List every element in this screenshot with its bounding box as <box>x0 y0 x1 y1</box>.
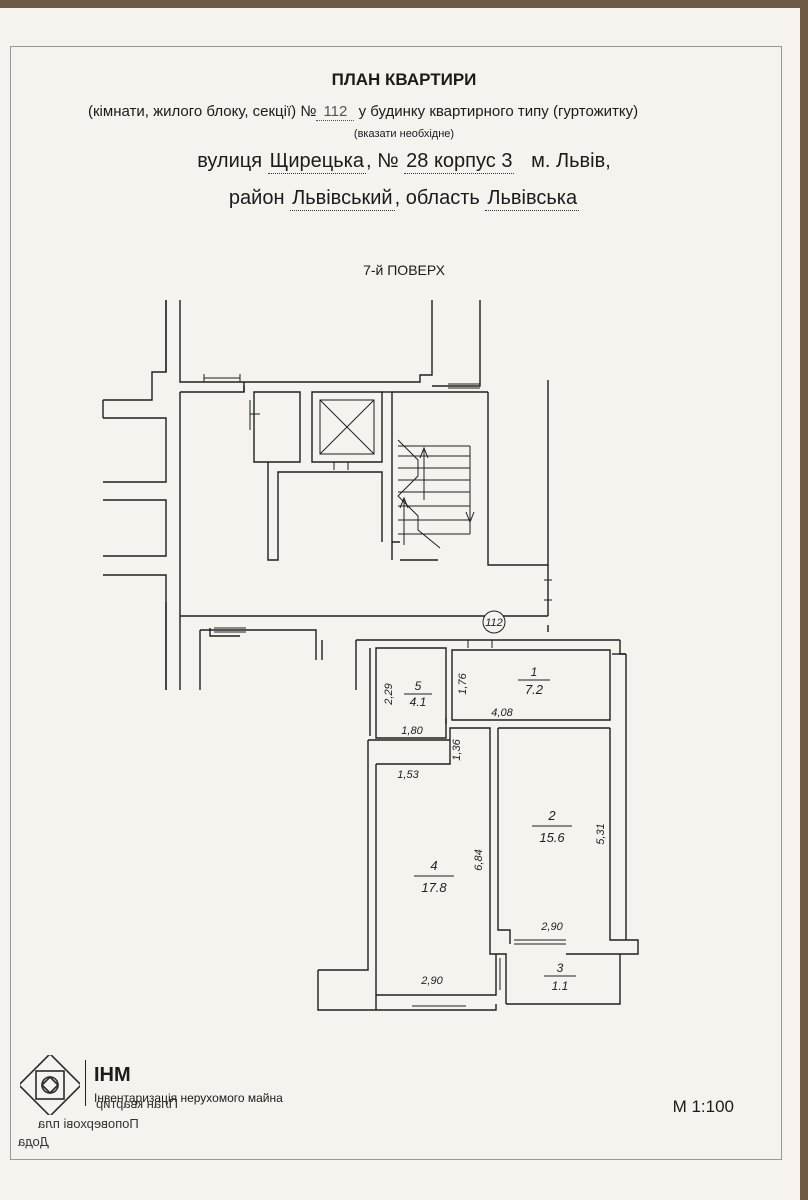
subtitle-suffix: у будинку квартирного типу (гуртожитку) <box>358 103 639 120</box>
subtitle-prefix: (кімнати, жилого блоку, секції) № <box>88 103 317 120</box>
district-value: Львівський <box>290 187 395 211</box>
dim-room5-height: 2,29 <box>383 683 395 705</box>
logo-mark <box>17 1052 83 1118</box>
page-frame <box>10 46 782 1160</box>
city-label: м. <box>531 150 551 172</box>
plan-walls <box>102 300 639 1011</box>
staircase <box>397 439 475 549</box>
bleed-through-text-3: Дода <box>18 1134 49 1149</box>
room-2-number: 2 <box>547 808 556 823</box>
bleed-through-text-2: Поповерхові пла <box>38 1116 139 1131</box>
room-3-area: 1.1 <box>552 979 569 993</box>
document-title: ПЛАН КВАРТИРИ <box>331 70 477 89</box>
dim-room2-height: 5,31 <box>595 823 607 844</box>
document-sheet <box>0 8 800 1200</box>
room-3: 3 1.1 <box>544 961 576 993</box>
logo-caption: Інвентаризація нерухомого майна <box>94 1091 283 1105</box>
room-4-number: 4 <box>430 858 437 873</box>
city-value: Львів <box>556 150 606 172</box>
room-5: 5 4.1 <box>404 679 432 709</box>
unit-number-field: 112 <box>316 103 355 121</box>
room-1: 1 7.2 <box>518 665 550 697</box>
room-1-number: 1 <box>531 665 538 679</box>
room-5-area: 4.1 <box>410 695 427 709</box>
room-2: 2 15.6 <box>532 808 572 845</box>
room-2-area: 15.6 <box>539 830 565 845</box>
room-4-area: 17.8 <box>421 880 447 895</box>
logo-separator <box>85 1060 86 1106</box>
dim-room5-width: 1,80 <box>401 725 423 737</box>
dim-room1-width: 4,08 <box>491 707 513 719</box>
dim-room4-height: 6,84 <box>473 849 485 870</box>
dim-room4-width: 2,90 <box>420 975 443 987</box>
dim-room2-width: 2,90 <box>540 921 563 933</box>
scale-label: М 1:100 <box>672 1097 734 1116</box>
elevator-shaft <box>319 399 375 455</box>
region-value: Львівська <box>485 187 580 211</box>
apartment-marker: 112 <box>482 610 506 634</box>
bleed-through-text-1: План квартир <box>96 1096 179 1111</box>
floor-label: 7-й ПОВЕРХ <box>363 262 445 278</box>
dim-room1-height: 1,76 <box>457 672 469 694</box>
dim-room4-top-width: 1,53 <box>397 769 419 781</box>
dimensions: 2,29 1,76 4,08 1,80 1,36 1,53 6,84 5,31 … <box>383 672 607 987</box>
dim-corridor-height: 1,36 <box>451 738 463 760</box>
district-label: район <box>228 187 285 209</box>
street-value: Щирецька <box>267 150 366 174</box>
room-4: 4 17.8 <box>414 858 454 895</box>
room-1-area: 7.2 <box>525 682 544 697</box>
logo-abbreviation: ІНМ <box>94 1064 131 1086</box>
room-3-number: 3 <box>557 961 564 975</box>
number-label: № <box>377 150 399 172</box>
subtitle-hint: (вказати необхідне) <box>353 128 455 140</box>
region-label: область <box>405 187 480 209</box>
address-line-2: район Львівський, область Львівська <box>228 187 580 211</box>
number-value: 28 корпус 3 <box>404 150 515 174</box>
windows-and-doors <box>203 374 566 1011</box>
room-5-number: 5 <box>415 679 422 693</box>
street-label: вулиця <box>197 150 263 172</box>
address-line-1: вулиця Щирецька, № 28 корпус 3 м. Львів, <box>197 150 611 174</box>
apartment-marker-label: 112 <box>485 617 503 629</box>
